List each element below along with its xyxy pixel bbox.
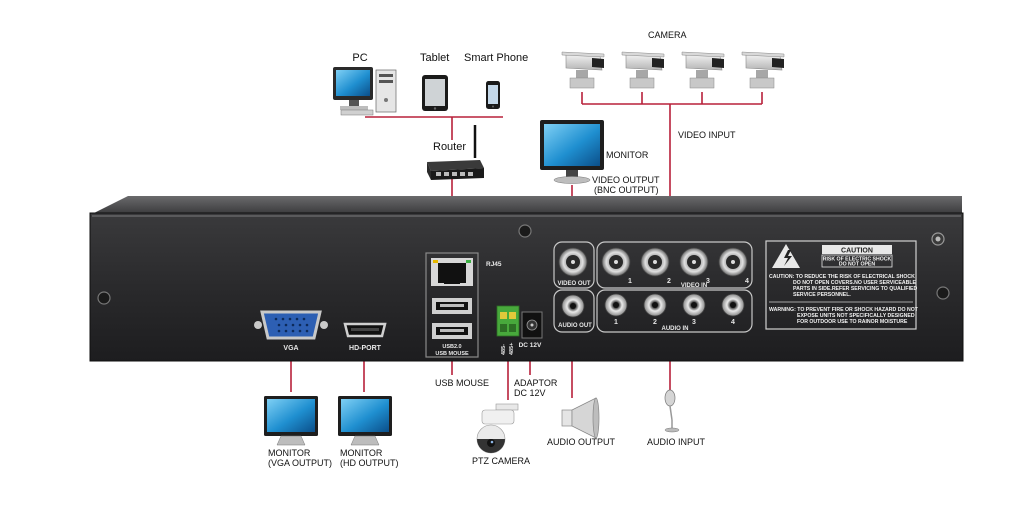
warning-line-1: WARNING: TO PREVENT FIRE OR SHOCK HAZARD… — [769, 307, 919, 313]
router-icon — [427, 125, 484, 180]
video-in-bnc-4[interactable] — [718, 247, 748, 277]
rj45-label: RJ45 — [486, 261, 502, 268]
caution-label-panel — [765, 240, 917, 330]
caution-line-3: PARTS IN SIDE.REFER SERVICING TO QUALIFI… — [793, 286, 917, 292]
audio-out-rca[interactable] — [561, 294, 585, 318]
monitor-vga-icon — [264, 396, 318, 446]
usb-top-label: USB2.0 — [442, 344, 461, 350]
video-out-bnc[interactable] — [558, 247, 588, 277]
warning-line-3: FOR OUTDOOR USE TO RAINOR MOISTURE — [797, 319, 908, 325]
audio-in-num-4: 4 — [731, 319, 735, 326]
monitor-hd-label: MONITOR — [340, 448, 383, 458]
caution-title: CAUTION — [841, 248, 873, 255]
smartphone-label: Smart Phone — [464, 52, 529, 64]
smartphone-icon — [486, 81, 500, 109]
rj45-port[interactable] — [431, 258, 473, 286]
vga-port-label: VGA — [283, 345, 298, 352]
audio-in-rca-4[interactable] — [721, 293, 745, 317]
video-out-label: VIDEO OUT — [557, 281, 590, 287]
audio-in-rca-3[interactable] — [682, 293, 706, 317]
adaptor-label: ADAPTOR — [514, 378, 558, 388]
hd-port[interactable] — [343, 322, 387, 338]
monitor-top-icon — [540, 120, 604, 184]
caution-line-2: DO NOT OPEN COVERS.NO USER SERVICEABLE — [793, 280, 917, 286]
usb-port-1[interactable] — [432, 298, 472, 314]
audio-in-num-1: 1 — [614, 319, 618, 326]
audio-output-label: AUDIO OUTPUT — [547, 437, 616, 447]
monitor-vga-label: MONITOR — [268, 448, 311, 458]
video-in-bnc-2[interactable] — [640, 247, 670, 277]
video-in-num-1: 1 — [628, 278, 632, 285]
dc-jack[interactable] — [521, 311, 543, 339]
warning-line-2: EXPOSE UNITS NOT SPECIFICALLY DESIGNED — [797, 313, 915, 319]
caution-line-4: SERVICE PERSONNEL. — [793, 292, 851, 298]
rj45-usb-block — [425, 252, 479, 358]
camera-1-icon — [561, 51, 605, 89]
audio-in-label: AUDIO IN — [662, 326, 689, 332]
video-in-label: VIDEO IN — [681, 283, 707, 289]
monitor-hd-output-label: (HD OUTPUT) — [340, 458, 399, 468]
rs485-terminal[interactable] — [496, 305, 520, 337]
monitor-vga-output-label: (VGA OUTPUT) — [268, 458, 333, 468]
video-in-num-3: 3 — [706, 278, 710, 285]
video-input-label: VIDEO INPUT — [678, 130, 736, 140]
monitor-hd-icon — [338, 396, 392, 446]
rs485-a-label: 485- — [501, 344, 507, 355]
bnc-output-label: (BNC OUTPUT) — [594, 185, 659, 195]
usb-port-2[interactable] — [432, 323, 472, 339]
tablet-label: Tablet — [420, 52, 450, 64]
router-label: Router — [433, 141, 467, 153]
video-in-bnc-3[interactable] — [679, 247, 709, 277]
camera-label: CAMERA — [648, 30, 687, 40]
audio-in-rca-1[interactable] — [604, 293, 628, 317]
rs485-b-label: 485+ — [509, 343, 515, 355]
camera-2-icon — [621, 51, 665, 89]
audio-in-num-2: 2 — [653, 319, 657, 326]
audio-input-label: AUDIO INPUT — [647, 437, 706, 447]
ptz-camera-icon — [476, 403, 519, 454]
usb-mouse-label: USB MOUSE — [435, 378, 490, 388]
audio-in-rca-2[interactable] — [643, 293, 667, 317]
tablet-icon — [422, 75, 448, 111]
adaptor-dc-label: DC 12V — [514, 388, 546, 398]
ptz-camera-label: PTZ CAMERA — [472, 456, 531, 466]
audio-output-speaker-icon — [561, 397, 600, 439]
monitor-top-label: MONITOR — [606, 150, 649, 160]
audio-in-num-3: 3 — [692, 319, 696, 326]
video-in-bnc-1[interactable] — [601, 247, 631, 277]
camera-3-icon — [681, 51, 725, 89]
vga-port[interactable] — [254, 310, 328, 340]
video-in-num-4: 4 — [745, 278, 749, 285]
av-panels — [553, 241, 753, 333]
pc-icon — [333, 67, 397, 116]
hd-port-label: HD-PORT — [349, 345, 382, 352]
usb-bottom-label: USB MOUSE — [435, 351, 469, 357]
audio-input-microphone-icon — [664, 389, 680, 433]
video-output-label: VIDEO OUTPUT — [592, 175, 660, 185]
dc-label: DC 12V — [519, 342, 542, 349]
video-in-num-2: 2 — [667, 278, 671, 285]
caution-sub-1: RISK OF ELECTRIC SHOCK — [823, 257, 892, 263]
pc-label: PC — [352, 52, 368, 64]
audio-out-label: AUDIO OUT — [558, 323, 592, 329]
camera-4-icon — [741, 51, 785, 89]
caution-line-1: CAUTION: TO REDUCE THE RISK OF ELECTRICA… — [769, 274, 915, 280]
caution-sub-2: DO NOT OPEN — [839, 262, 876, 268]
